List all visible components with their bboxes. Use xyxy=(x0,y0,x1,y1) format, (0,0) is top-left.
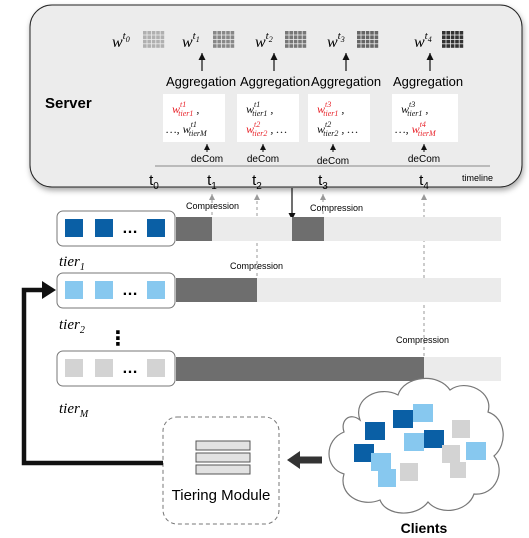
tier1-client-box xyxy=(56,210,176,247)
weight-grid-t1 xyxy=(213,31,235,48)
agg-box-4 xyxy=(392,94,458,142)
agg-box-1 xyxy=(163,94,225,142)
tier2-label: tier2 xyxy=(59,317,85,336)
decom-label-1: deCom xyxy=(191,154,223,165)
tier1-client-2 xyxy=(95,219,113,237)
decom-label-4: deCom xyxy=(408,154,440,165)
tier2-client-3 xyxy=(147,281,165,299)
tiering-feedback-path xyxy=(21,287,163,466)
decom-label-2: deCom xyxy=(247,154,279,165)
tierM-label: tierM xyxy=(59,401,89,420)
tier2-client-2 xyxy=(95,281,113,299)
tierM-ellipsis: … xyxy=(122,360,138,377)
tiering-feedback-arrowhead xyxy=(42,281,56,299)
time-tick-t2: t2 xyxy=(252,172,262,192)
tier1-bar-2 xyxy=(292,217,324,241)
weight-grid-t3 xyxy=(357,31,379,48)
agg-box-3 xyxy=(308,94,370,142)
agg-box-2 xyxy=(237,94,299,142)
tier1-client-1 xyxy=(65,219,83,237)
tier2-ellipsis: … xyxy=(122,282,138,299)
time-tick-t1: t1 xyxy=(207,172,217,192)
tier1-label: tier1 xyxy=(59,254,85,273)
time-tick-t3: t3 xyxy=(318,172,328,192)
tier1-timeline-bg xyxy=(176,217,501,241)
weight-grid-t4 xyxy=(442,31,464,48)
tier1-bar-1 xyxy=(176,217,212,241)
timeline-label: timeline xyxy=(462,173,493,183)
compression-label-2: Compression xyxy=(310,203,363,213)
weight-t4: wt4 xyxy=(414,30,464,51)
time-tick-t4: t4 xyxy=(419,172,429,192)
server-label: Server xyxy=(45,95,92,112)
tiering-module-icon xyxy=(195,440,251,475)
weight-grid-t0 xyxy=(143,31,165,48)
clients-devices xyxy=(354,404,486,487)
aggregation-label-4: Aggregation xyxy=(393,74,463,89)
aggregation-label-2: Aggregation xyxy=(240,74,310,89)
tier-row-M: … tierM xyxy=(56,350,501,420)
tierM-client-1 xyxy=(65,359,83,377)
tierM-client-2 xyxy=(95,359,113,377)
compression-label-1: Compression xyxy=(186,201,239,211)
tier2-bar xyxy=(176,278,257,302)
clients-label: Clients xyxy=(401,520,448,536)
tier-row-1: … tier1 xyxy=(56,210,501,273)
decom-label-3: deCom xyxy=(317,156,349,167)
compression-label-3: Compression xyxy=(230,261,283,271)
tier2-client-1 xyxy=(65,281,83,299)
tier-row-2: … tier2 xyxy=(56,272,501,336)
aggregation-label-3: Aggregation xyxy=(311,74,381,89)
tier1-client-3 xyxy=(147,219,165,237)
tier1-ellipsis: … xyxy=(122,220,138,237)
tierM-client-box xyxy=(56,350,176,387)
compression-label-4: Compression xyxy=(396,335,449,345)
time-tick-t0: t0 xyxy=(149,172,159,192)
weight-t2: wt2 xyxy=(255,30,307,51)
aggregation-label-1: Aggregation xyxy=(166,74,236,89)
tiers-vertical-ellipsis: ⋮ xyxy=(108,328,128,350)
tiering-module-label: Tiering Module xyxy=(172,487,271,504)
clients-to-tiering-arrowhead xyxy=(287,451,300,469)
tier2-client-box xyxy=(56,272,176,309)
tierM-client-3 xyxy=(147,359,165,377)
weight-grid-t2 xyxy=(285,31,307,48)
tierM-bar xyxy=(176,357,424,381)
